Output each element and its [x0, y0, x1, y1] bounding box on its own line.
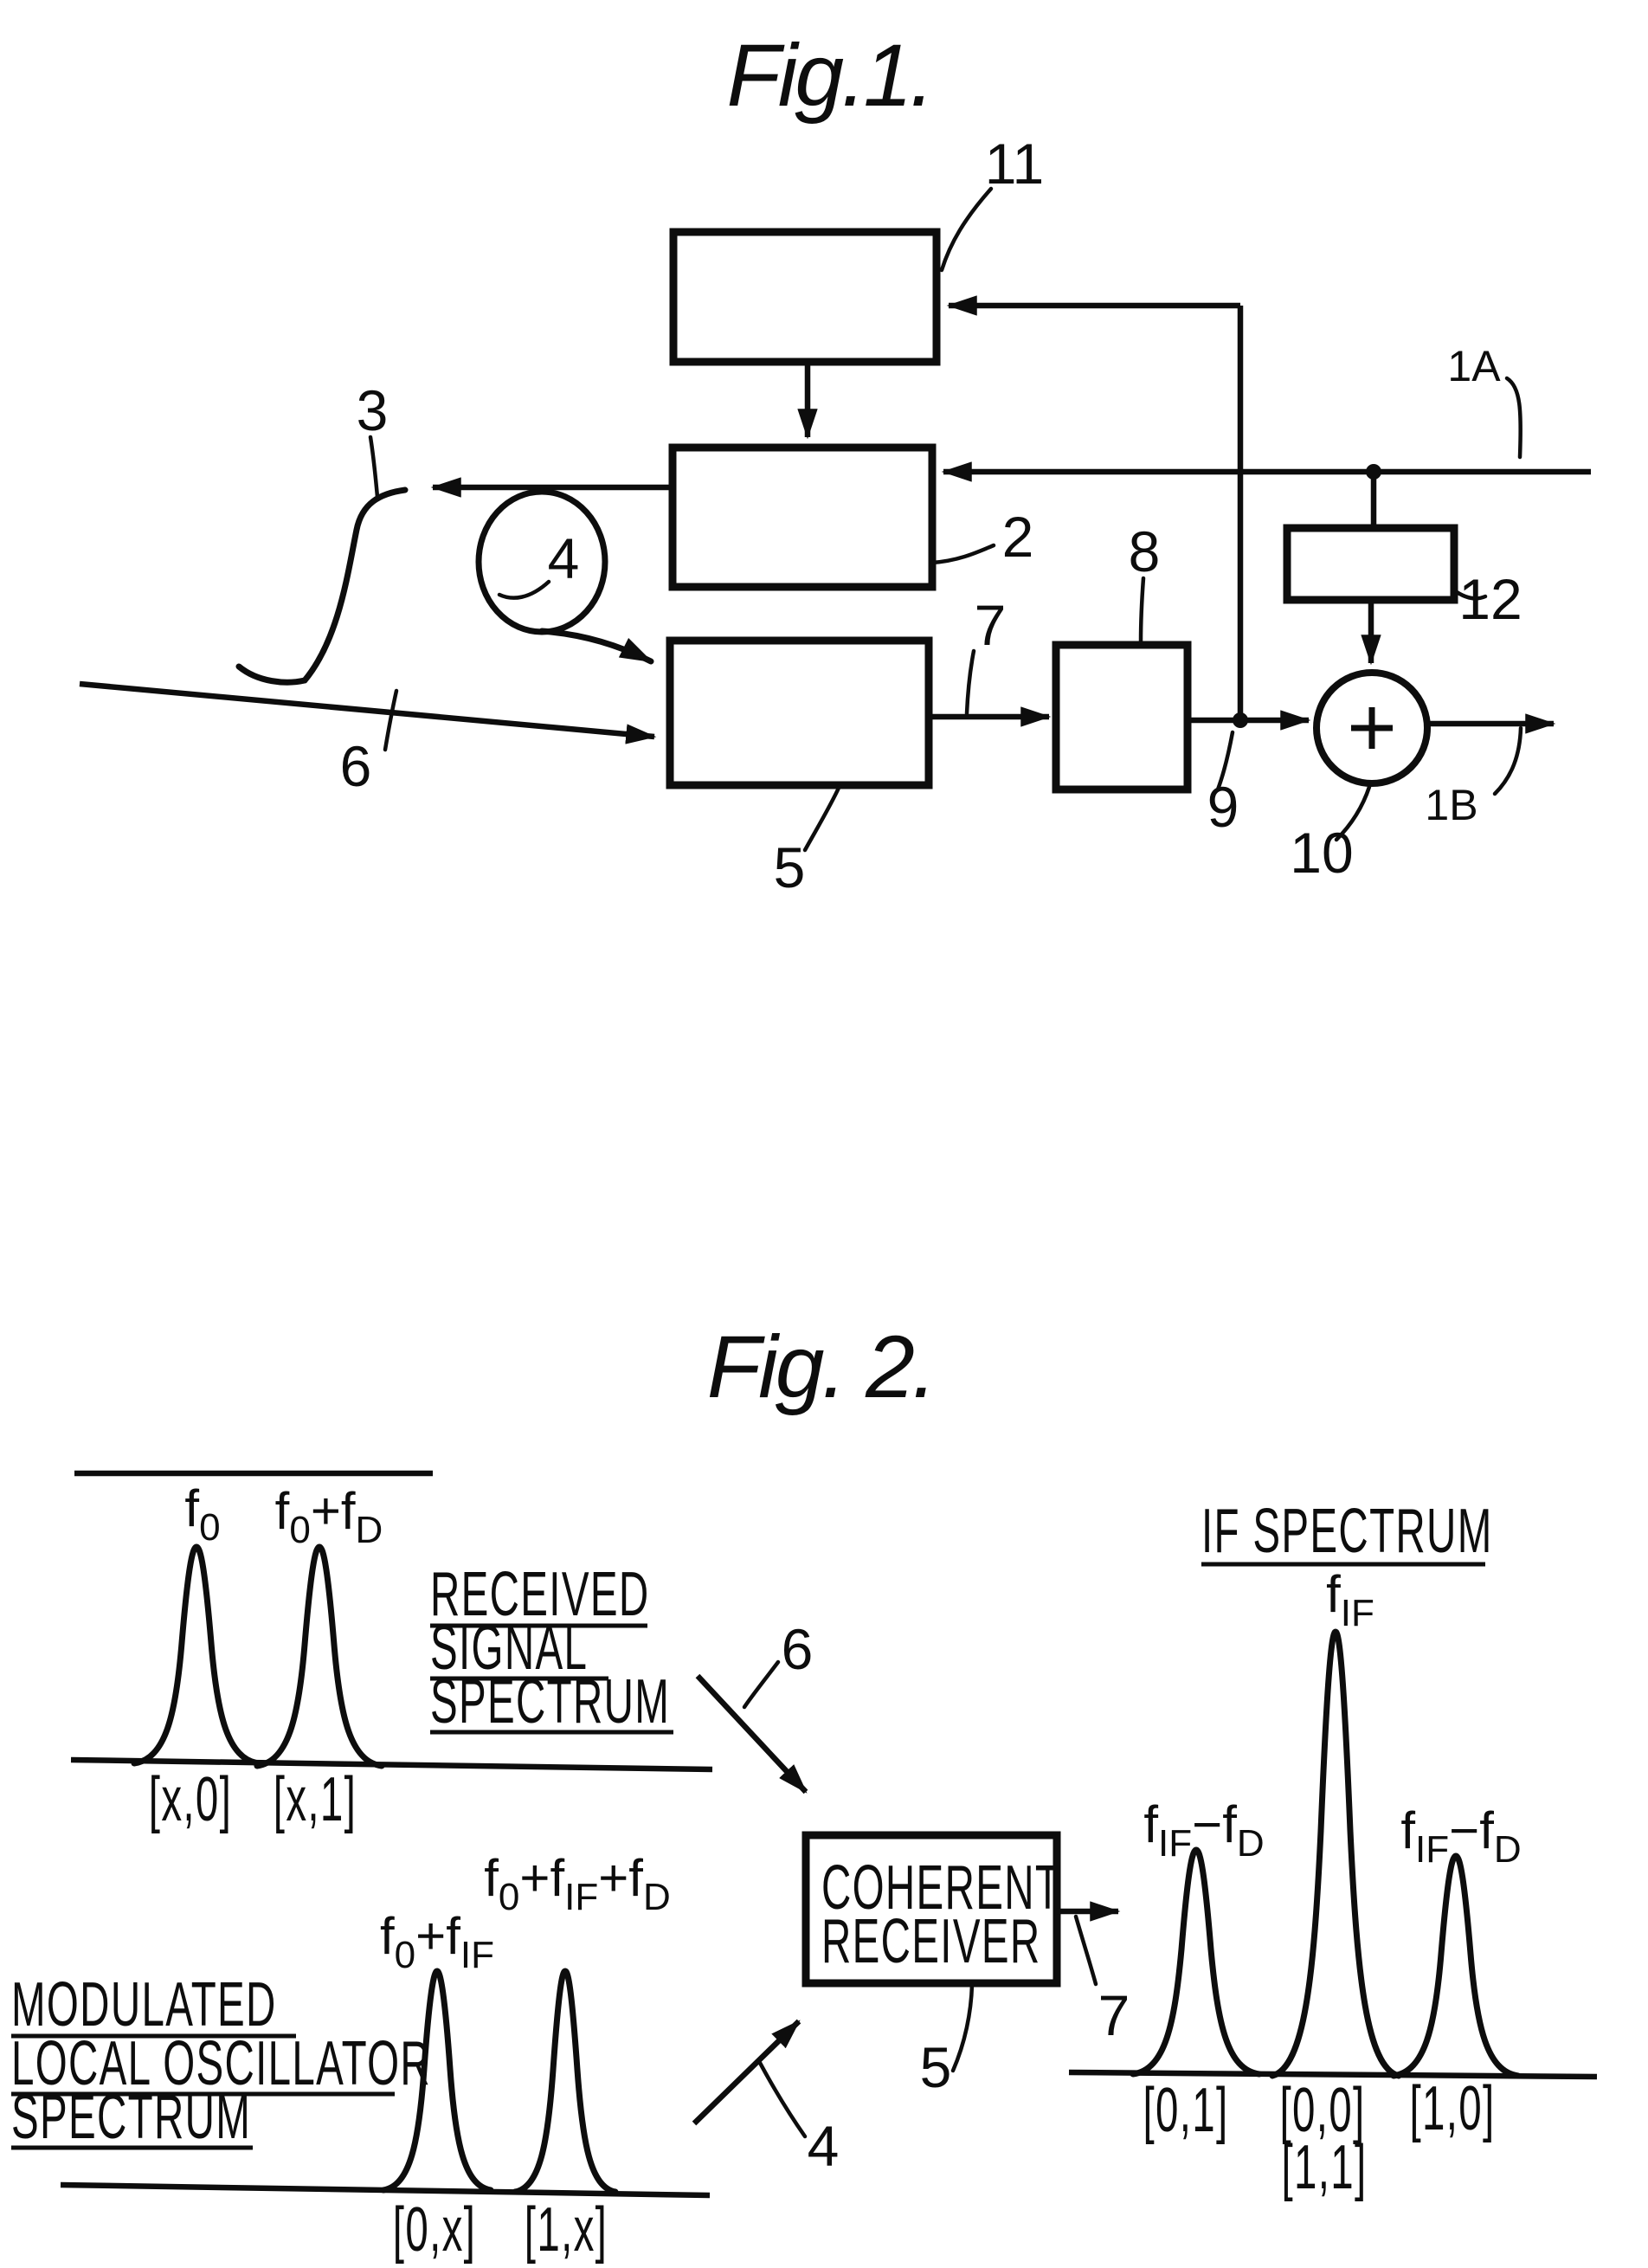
lo-caption-line1: MODULATED [11, 1969, 277, 2039]
leader-6-fig2 [742, 1659, 781, 1710]
receiver-text-line2: RECEIVER [821, 1906, 1040, 1975]
lo-peak2-tag: [1,x] [525, 2194, 608, 2264]
figure2-title: Fig. 2. [707, 1318, 934, 1416]
ref-label-2: 2 [1002, 505, 1034, 569]
leader-5-fig2 [950, 1982, 975, 2073]
box-12 [1283, 524, 1458, 604]
fiber-curve-3 [235, 486, 409, 686]
received-caption-line1: RECEIVED [430, 1559, 649, 1628]
ref-label-12: 12 [1458, 567, 1522, 631]
if-spectrum: IF SPECTRUM fIF fIF−fD fIF−fD [0,1] [0,0… [1068, 1496, 1598, 2201]
ref-label-10: 10 [1290, 821, 1353, 885]
ref-label-7: 7 [975, 593, 1007, 657]
leader-4-fig2 [757, 2060, 808, 2139]
lo-peak-2 [512, 1968, 619, 2195]
leader-7-fig2 [1073, 1914, 1098, 1987]
ref-label-4-fig2: 4 [808, 2114, 840, 2178]
receiver-block: 6 4 COHERENT RECEIVER 7 5 [692, 1617, 1130, 2178]
if-spectrum-caption: IF SPECTRUM [1201, 1496, 1493, 1565]
plus-icon [1351, 707, 1393, 749]
if-peak2-freq-label: fIF [1326, 1565, 1374, 1634]
leader-11 [939, 186, 994, 273]
leader-1b [1492, 725, 1523, 796]
box-2 [668, 443, 937, 591]
box-11 [669, 228, 941, 366]
if-peak2-tag: [0,0] [1279, 2075, 1365, 2144]
if-peak-2 [1269, 1628, 1402, 2079]
leader-8 [1138, 576, 1146, 645]
figure1-title: Fig.1. [726, 26, 931, 125]
lo-caption-line3: SPECTRUM [11, 2082, 251, 2151]
if-peak1-freq-label: fIF−fD [1143, 1795, 1264, 1865]
ref-label-7-fig2: 7 [1098, 1983, 1130, 2047]
ref-label-5-fig2: 5 [920, 2035, 952, 2099]
lo-baseline [60, 2181, 711, 2199]
figure-1: Fig.1. [79, 26, 1591, 899]
box-5 [666, 636, 933, 789]
if-peak3-freq-label: fIF−fD [1400, 1801, 1521, 1871]
leader-4 [497, 579, 551, 600]
ref-label-3: 3 [357, 378, 389, 442]
received-peak-2 [254, 1543, 385, 1769]
received-baseline [70, 1756, 713, 1773]
coherent-receiver-box [801, 1831, 1061, 1988]
leader-3 [368, 435, 380, 499]
box-8 [1052, 641, 1192, 794]
received-peak1-freq-label: f0 [184, 1479, 220, 1549]
adder-circle-10 [1313, 669, 1431, 787]
leader-6 [383, 688, 399, 752]
receiver-text-line1: COHERENT [821, 1852, 1061, 1922]
lo-caption-line2: LOCAL OSCILLATOR [11, 2028, 431, 2097]
transmission-line-6 [79, 680, 657, 744]
lo-peak2-freq-label: f0+fIF+fD [484, 1849, 670, 1918]
ref-label-5: 5 [774, 835, 806, 899]
arrow-loop-to-box5 [538, 628, 654, 665]
junction-dot-9 [1233, 712, 1248, 728]
leader-7 [964, 648, 976, 716]
leader-5 [802, 783, 842, 853]
lo-peak-1 [380, 1968, 494, 2194]
arrow-6-into-receiver [695, 1673, 808, 1794]
arrow-4-into-receiver [692, 2019, 801, 2126]
ref-label-1a: 1A [1447, 342, 1501, 390]
if-peak1-tag: [0,1] [1143, 2075, 1228, 2144]
if-peak3-tag: [1,0] [1409, 2073, 1495, 2142]
lo-peak1-tag: [0,x] [393, 2194, 476, 2264]
received-peak2-tag: [x,1] [274, 1764, 357, 1833]
received-caption-line2: SIGNAL [430, 1613, 588, 1682]
ref-label-11: 11 [985, 132, 1045, 196]
received-peak-1 [131, 1543, 262, 1767]
ref-label-4: 4 [548, 526, 580, 590]
junction-dot-1a [1366, 464, 1381, 480]
if-peak2-extra-tag: [1,1] [1281, 2132, 1367, 2201]
leader-2 [930, 543, 996, 565]
ref-label-8: 8 [1129, 519, 1161, 583]
received-peak1-tag: [x,0] [149, 1764, 232, 1833]
received-spectrum: f0 f0+fD [x,0] [x,1] RECEIVED SIGNAL SPE… [70, 1470, 713, 1833]
lo-peak1-freq-label: f0+fIF [380, 1907, 494, 1976]
figure-2: Fig. 2. f0 f0+fD [x,0] [x,1] RECEIVED SI… [11, 1318, 1598, 2264]
leader-1a [1504, 376, 1522, 460]
ref-label-6: 6 [340, 734, 372, 798]
ref-label-9: 9 [1207, 775, 1239, 839]
received-peak2-freq-label: f0+fD [275, 1482, 383, 1551]
leader-10 [1334, 784, 1372, 842]
leader-9 [1215, 730, 1235, 792]
received-caption-line3: SPECTRUM [430, 1666, 670, 1736]
lo-spectrum: f0+fIF f0+fIF+fD [0,x] [1,x] MODULATED L… [11, 1849, 711, 2264]
if-peak-3 [1390, 1852, 1522, 2079]
leader-12 [1452, 588, 1488, 601]
ref-label-1b: 1B [1425, 781, 1477, 829]
ref-label-6-fig2: 6 [782, 1617, 814, 1681]
if-baseline [1068, 2069, 1598, 2080]
if-peak-1 [1130, 1846, 1263, 2078]
fiber-loop-4 [475, 488, 608, 635]
